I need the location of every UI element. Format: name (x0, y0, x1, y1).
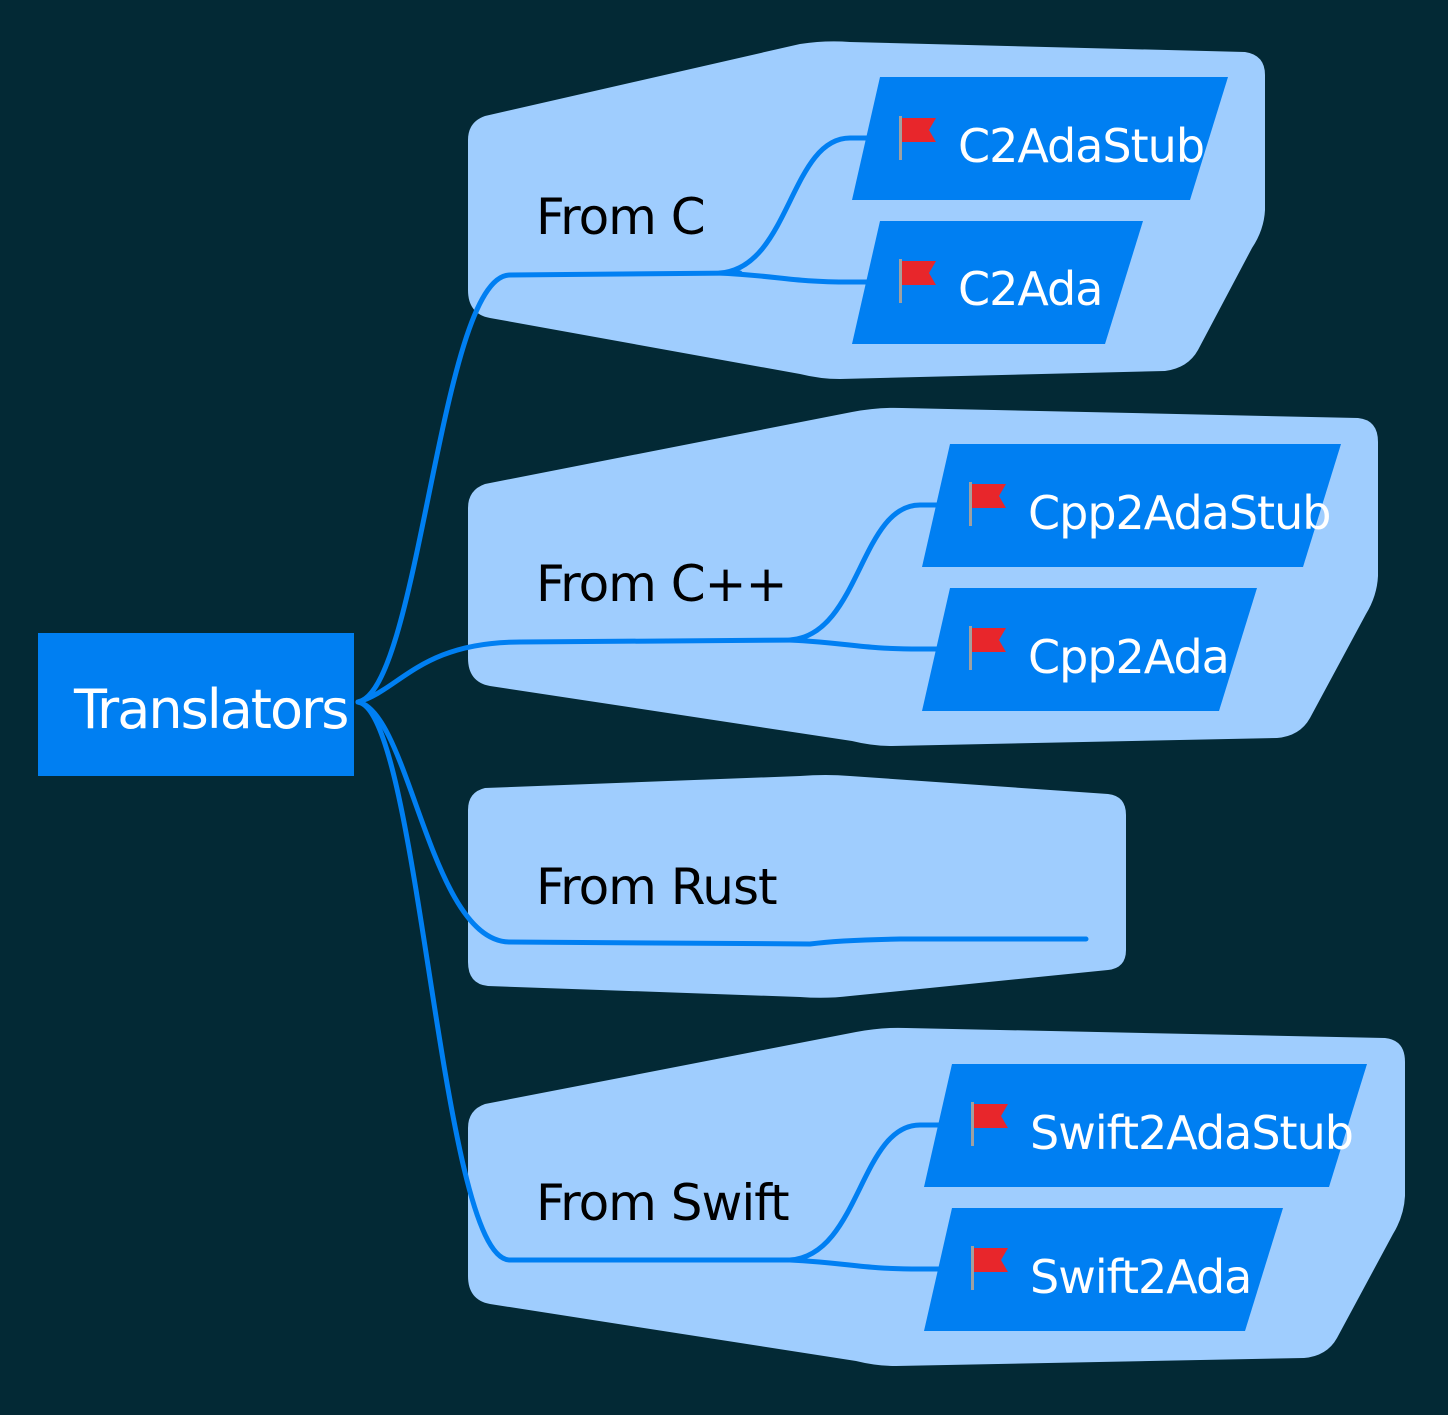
group-label-from-rust: From Rust (536, 858, 777, 916)
group-label-from-cpp: From C++ (536, 555, 786, 613)
edge-root-from-rust (355, 699, 1089, 947)
edge-from-swift-swift2adastub (787, 1122, 951, 1263)
node-swift2ada[interactable]: Swift2Ada (924, 1208, 1283, 1331)
node-c2ada[interactable]: C2Ada (852, 221, 1143, 344)
edge-from-c-c2adastub (717, 135, 879, 276)
red-flag-icon (971, 1102, 1008, 1146)
node-label-cpp2adastub: Cpp2AdaStub (1028, 486, 1330, 540)
edges (355, 135, 1089, 1272)
root-node-translators[interactable]: Translators (38, 633, 354, 776)
group-label-from-c: From C (536, 188, 705, 246)
edge-root-from-c (355, 270, 743, 705)
node-cpp2adastub[interactable]: Cpp2AdaStub (922, 444, 1341, 567)
node-label-swift2adastub: Swift2AdaStub (1030, 1106, 1353, 1160)
edge-from-cpp-cpp2adastub (787, 502, 949, 643)
node-label-c2ada: C2Ada (958, 262, 1102, 316)
edge-from-c-c2ada (717, 270, 879, 285)
edge-root-from-cpp (355, 637, 808, 705)
red-flag-icon (899, 259, 936, 303)
node-swift2adastub[interactable]: Swift2AdaStub (924, 1064, 1367, 1187)
node-cpp2ada[interactable]: Cpp2Ada (922, 588, 1257, 711)
red-flag-icon (969, 482, 1006, 526)
edge-from-swift-swift2ada (787, 1257, 951, 1272)
node-label-swift2ada: Swift2Ada (1030, 1250, 1251, 1304)
red-flag-icon (899, 116, 936, 160)
node-label-cpp2ada: Cpp2Ada (1028, 630, 1229, 684)
edge-from-cpp-cpp2ada (787, 637, 949, 652)
red-flag-icon (971, 1246, 1008, 1290)
root-label: Translators (73, 678, 347, 741)
red-flag-icon (969, 626, 1006, 670)
group-label-from-swift: From Swift (536, 1174, 789, 1232)
node-c2adastub[interactable]: C2AdaStub (852, 77, 1228, 200)
edge-root-from-swift (355, 699, 803, 1263)
node-label-c2adastub: C2AdaStub (958, 119, 1204, 173)
